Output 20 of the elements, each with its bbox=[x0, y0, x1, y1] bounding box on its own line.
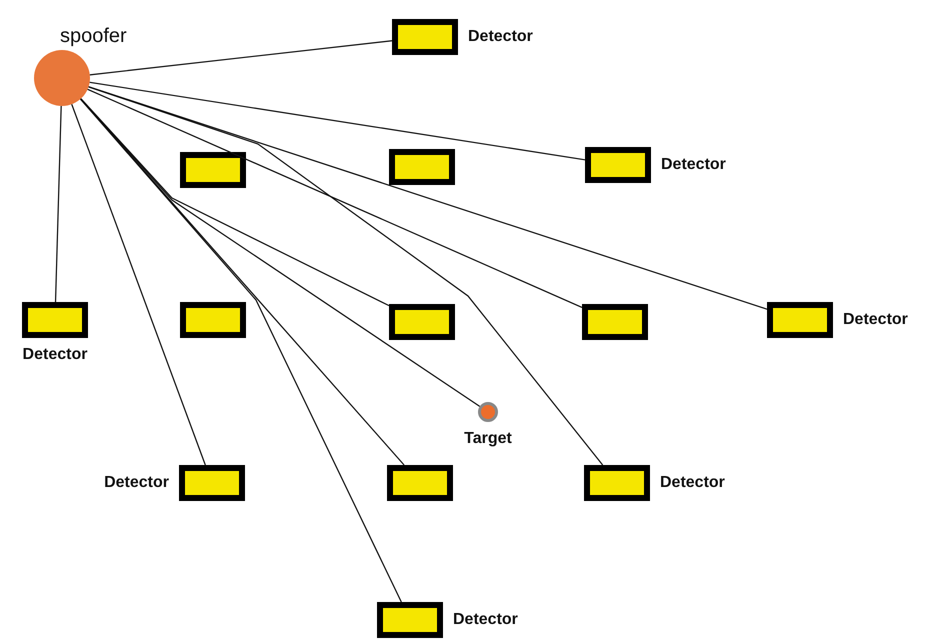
target-label: Target bbox=[464, 430, 512, 448]
detector-label: Detector bbox=[22, 346, 88, 364]
detector-label: Detector bbox=[661, 156, 726, 174]
signal-line bbox=[80, 98, 390, 306]
signal-line bbox=[88, 86, 604, 466]
detector-label: Detector bbox=[104, 474, 169, 492]
signal-line bbox=[71, 104, 206, 466]
signal-line bbox=[80, 98, 480, 407]
detector-label: Detector bbox=[453, 611, 518, 629]
spoofer-label: spoofer bbox=[60, 25, 127, 48]
signal-line bbox=[87, 88, 582, 308]
detector-label: Detector bbox=[468, 28, 533, 46]
signal-line bbox=[80, 98, 402, 602]
signal-line bbox=[80, 98, 405, 466]
signal-line bbox=[90, 40, 392, 76]
signal-line bbox=[90, 82, 586, 160]
signal-line bbox=[88, 86, 768, 310]
detector-label: Detector bbox=[660, 474, 725, 492]
signal-line bbox=[54, 106, 62, 302]
detector-label: Detector bbox=[843, 311, 908, 329]
